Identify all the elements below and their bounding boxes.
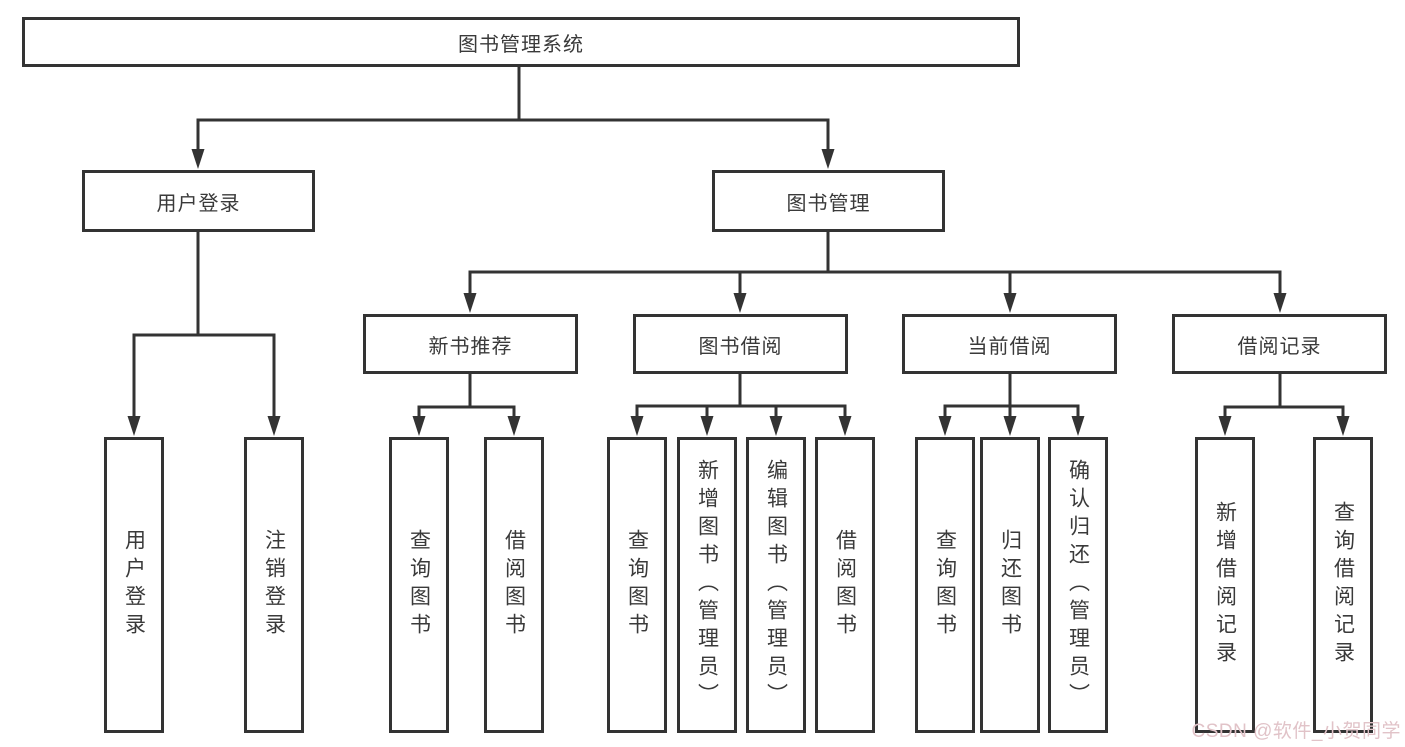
leaf-label: 用户登录 xyxy=(122,529,146,641)
leaf-query-books-current: 查询图书 xyxy=(915,437,975,733)
leaf-label: 查询借阅记录 xyxy=(1331,501,1355,669)
leaf-query-books-recommend: 查询图书 xyxy=(389,437,449,733)
leaf-query-borrow-record: 查询借阅记录 xyxy=(1313,437,1373,733)
leaf-user-login: 用户登录 xyxy=(104,437,164,733)
leaf-logout-login: 注销登录 xyxy=(244,437,304,733)
node-borrowing-records: 借阅记录 xyxy=(1172,314,1387,374)
leaf-add-borrow-record: 新增借阅记录 xyxy=(1195,437,1255,733)
node-book-management: 图书管理 xyxy=(712,170,945,232)
node-new-book-recommendation: 新书推荐 xyxy=(363,314,578,374)
leaf-label: 查询图书 xyxy=(625,529,649,641)
leaf-label: 借阅图书 xyxy=(833,529,857,641)
leaf-label: 注销登录 xyxy=(262,529,286,641)
leaf-label: 编辑图书（管理员） xyxy=(764,459,788,711)
leaf-query-books-borrowing: 查询图书 xyxy=(607,437,667,733)
leaf-add-books-admin: 新增图书（管理员） xyxy=(677,437,737,733)
node-user-login: 用户登录 xyxy=(82,170,315,232)
leaf-label: 归还图书 xyxy=(998,529,1022,641)
leaf-edit-books-admin: 编辑图书（管理员） xyxy=(746,437,806,733)
node-book-borrowing: 图书借阅 xyxy=(633,314,848,374)
leaf-borrow-books-recommend: 借阅图书 xyxy=(484,437,544,733)
leaf-label: 确认归还（管理员） xyxy=(1066,459,1090,711)
leaf-label: 借阅图书 xyxy=(502,529,526,641)
leaf-label: 新增图书（管理员） xyxy=(695,459,719,711)
node-library-system: 图书管理系统 xyxy=(22,17,1020,67)
node-current-borrowing: 当前借阅 xyxy=(902,314,1117,374)
leaf-borrow-books-borrowing: 借阅图书 xyxy=(815,437,875,733)
leaf-label: 查询图书 xyxy=(933,529,957,641)
leaf-label: 新增借阅记录 xyxy=(1213,501,1237,669)
watermark: CSDN @软件_小贺同学 xyxy=(1191,721,1401,742)
leaf-return-books: 归还图书 xyxy=(980,437,1040,733)
leaf-confirm-return-admin: 确认归还（管理员） xyxy=(1048,437,1108,733)
leaf-label: 查询图书 xyxy=(407,529,431,641)
